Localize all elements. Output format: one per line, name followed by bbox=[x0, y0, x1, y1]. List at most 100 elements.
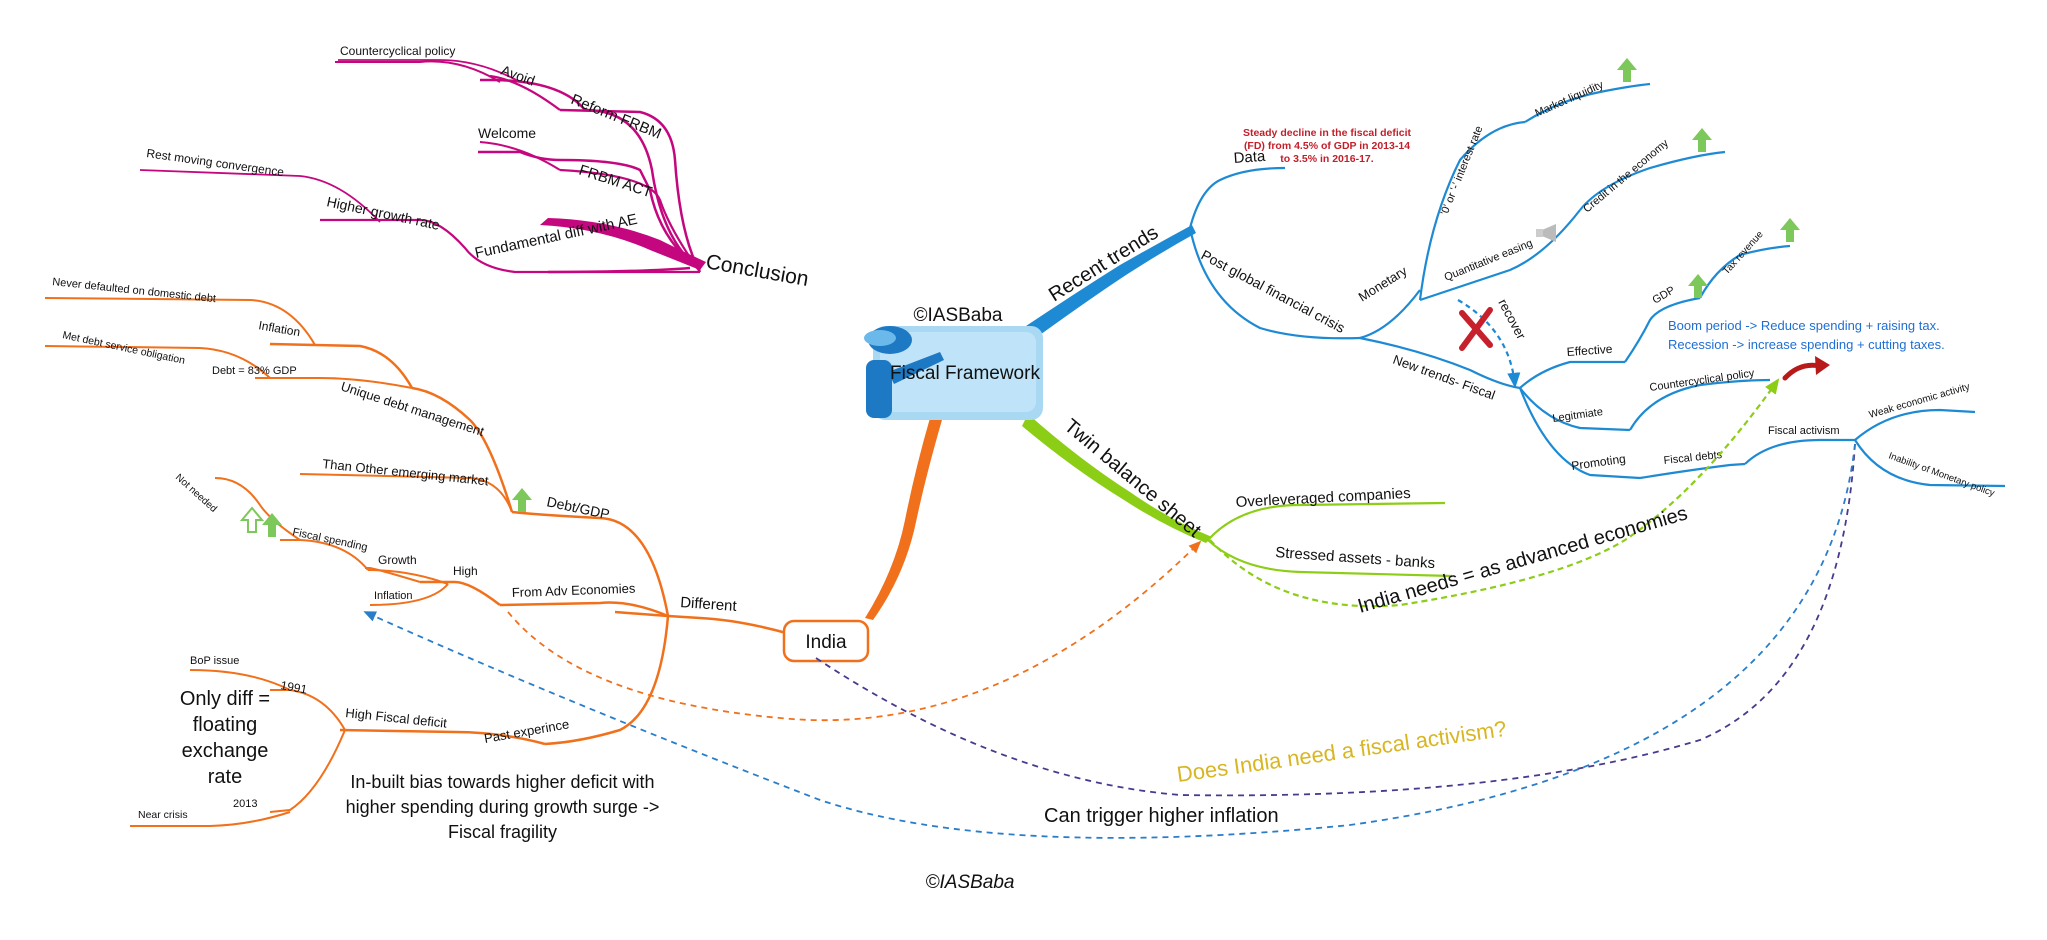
curve-countercyclical bbox=[338, 59, 521, 83]
link-qe bbox=[1419, 209, 1581, 302]
overleveraged-label: Overleveraged companies bbox=[1235, 485, 1411, 511]
welcome-label: Welcome bbox=[478, 125, 536, 141]
different-label: Different bbox=[680, 594, 738, 615]
link-high-fd bbox=[339, 728, 546, 746]
fiscal-debts-label: Fiscal debts bbox=[1663, 449, 1723, 467]
link-than-other bbox=[299, 473, 513, 513]
link-credit bbox=[1579, 150, 1726, 211]
cross-links bbox=[363, 443, 1856, 839]
cross-icon bbox=[1459, 307, 1493, 351]
reform-frbm-label: Reform FRBM bbox=[569, 91, 664, 143]
up-arrow-icon bbox=[1688, 274, 1708, 298]
link-1991 bbox=[270, 689, 346, 731]
debt-83-label: Debt = 83% GDP bbox=[212, 365, 297, 377]
link-inflation2 bbox=[369, 583, 449, 606]
stressed-label: Stressed assets - banks bbox=[1275, 544, 1436, 572]
link-trigger-inflation bbox=[363, 443, 1856, 839]
trigger-label: Can trigger higher inflation bbox=[1044, 805, 1279, 827]
not-needed-label: Not needed bbox=[173, 472, 219, 515]
never-defaulted-label: Never defaulted on domestic debt bbox=[52, 276, 217, 305]
link-bop bbox=[189, 669, 291, 691]
curve-frbm-act bbox=[559, 168, 701, 273]
boom-note: Boom period -> Reduce spending + raising… bbox=[1668, 318, 1945, 352]
data-label: Data bbox=[1233, 148, 1266, 167]
link-adv-to-twin bbox=[507, 540, 1202, 722]
link-weak-activity bbox=[1854, 408, 1976, 441]
link-gdp bbox=[1624, 296, 1701, 363]
link-2013 bbox=[269, 729, 346, 813]
data-note-line1: Steady decline in the fiscal deficit bbox=[1243, 127, 1412, 139]
twin-branch bbox=[1207, 378, 1780, 608]
link-recover bbox=[1457, 299, 1521, 389]
link-avoid bbox=[480, 78, 701, 271]
center-node: ©IASBaba Fiscal Framework bbox=[864, 305, 1043, 420]
interest-label: '0' or '-' interest rate bbox=[1439, 124, 1486, 217]
growth-label: Growth bbox=[378, 553, 417, 567]
megaphone-icon bbox=[1536, 224, 1556, 242]
weak-activity-label: Weak economic activity bbox=[1868, 382, 1971, 421]
link-unique-debt bbox=[411, 386, 514, 513]
link-fiscal-debts bbox=[1639, 462, 1746, 480]
countercyclical-label: Countercyclical policy bbox=[340, 44, 455, 58]
link-not-needed bbox=[214, 477, 301, 541]
link-past bbox=[544, 615, 670, 746]
credit-label: Credit in the economy bbox=[1581, 137, 1671, 215]
conclusion-curves bbox=[139, 59, 702, 274]
india-branch bbox=[44, 297, 791, 827]
center-title: Fiscal Framework bbox=[890, 363, 1040, 384]
higher-growth-label: Higher growth rate bbox=[325, 193, 441, 233]
inbuilt-bias-note: In-built bias towards higher deficit wit… bbox=[345, 772, 660, 842]
inability-label: Inability of Monetary policy bbox=[1887, 450, 1996, 499]
curved-arrow-icon bbox=[1782, 356, 1830, 381]
up-arrow-icon bbox=[512, 488, 532, 512]
y2013-label: 2013 bbox=[233, 798, 257, 810]
countercyclical-blue-label: Countercyclical policy bbox=[1649, 367, 1756, 394]
high-label: High bbox=[453, 564, 478, 578]
india-node: India bbox=[782, 619, 870, 663]
data-note: Steady decline in the fiscal deficit (FD… bbox=[1243, 127, 1412, 165]
india-box bbox=[782, 619, 870, 663]
link-overleveraged bbox=[1207, 501, 1446, 541]
link-promoting bbox=[1518, 387, 1641, 480]
link-near-crisis bbox=[130, 811, 291, 827]
gdp-label: GDP bbox=[1651, 284, 1678, 306]
link-post-crisis bbox=[1188, 227, 1361, 340]
link-from-adv bbox=[499, 601, 669, 618]
inflation2-label: Inflation bbox=[374, 590, 413, 602]
footer-watermark: ©IASBaba bbox=[926, 872, 1015, 893]
promoting-label: Promoting bbox=[1570, 451, 1626, 472]
y1991-label: 1991 bbox=[279, 678, 308, 696]
link-data bbox=[1188, 166, 1286, 229]
data-note-line3: to 3.5% in 2016-17. bbox=[1280, 153, 1373, 165]
rest-moving-label: Rest moving convergence bbox=[146, 146, 286, 179]
curve-rest-moving bbox=[139, 169, 381, 223]
up-arrow-icon bbox=[1617, 58, 1637, 82]
presenter-icon bbox=[864, 326, 944, 418]
boom-note-line2: Recession -> increase spending + cutting… bbox=[1668, 337, 1945, 352]
conclusion-main-branch bbox=[540, 218, 706, 270]
up-arrow-icon bbox=[262, 513, 282, 537]
than-other-label: Than Other emerging market bbox=[322, 456, 490, 488]
center-watermark: ©IASBaba bbox=[914, 305, 1003, 326]
curve-fundamental bbox=[320, 218, 700, 274]
recent-label: Recent trends bbox=[1045, 222, 1162, 307]
high-fd-label: High Fiscal deficit bbox=[345, 705, 448, 731]
twin-label: Twin balance sheet bbox=[1060, 415, 1206, 542]
monetary-label: Monetary bbox=[1356, 263, 1410, 305]
india-main-branch bbox=[865, 418, 942, 620]
curve-reform-frbm bbox=[559, 108, 702, 273]
link-high bbox=[420, 580, 501, 606]
up-arrow-icon bbox=[1692, 128, 1712, 152]
link-market-liq bbox=[1524, 82, 1651, 123]
from-adv-label: From Adv Economies bbox=[512, 581, 636, 600]
link-tax bbox=[1699, 244, 1791, 299]
up-arrow-icon bbox=[1780, 218, 1800, 242]
link-interest bbox=[1418, 120, 1526, 301]
link-debt-83 bbox=[255, 377, 413, 389]
link-new-trends bbox=[1359, 336, 1521, 390]
link-different-hub bbox=[614, 610, 669, 618]
effective-label: Effective bbox=[1566, 342, 1613, 359]
curve-welcome bbox=[479, 141, 561, 171]
link-inability bbox=[1854, 439, 2006, 488]
